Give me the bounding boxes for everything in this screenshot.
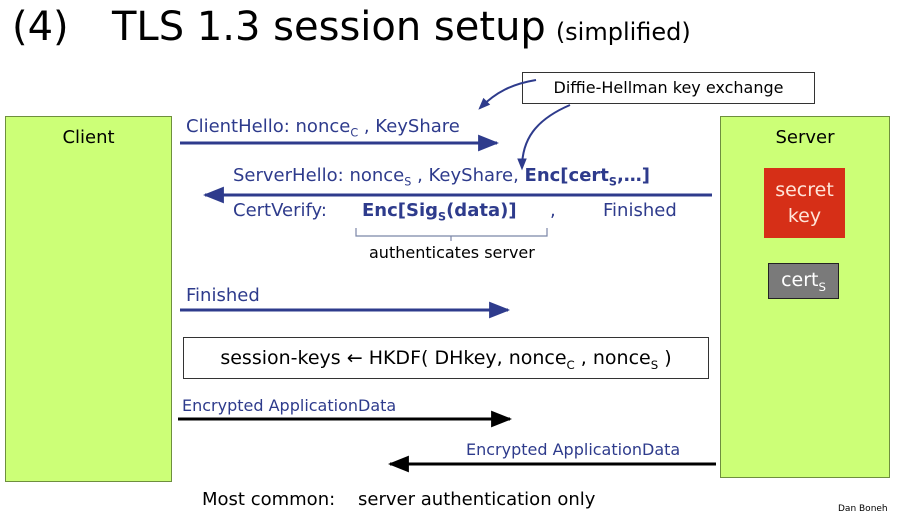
cert-verify-enc: Enc[SigS(data)] xyxy=(362,199,517,230)
cert-verify-enc-sub: S xyxy=(438,210,447,224)
cert-verify-enc-tail: (data)] xyxy=(446,200,517,221)
session-keys-lhs: session-keys ← HKDF( DHkey, nonce xyxy=(220,347,567,369)
cert-verify-enc-text: Enc[Sig xyxy=(362,200,439,221)
client-hello-text: ClientHello: nonce xyxy=(186,116,351,137)
server-label: Server xyxy=(775,127,835,148)
server-finished-label: Finished xyxy=(603,200,677,221)
cert-subscript: S xyxy=(818,279,826,294)
app-data-server-label: Encrypted ApplicationData xyxy=(466,440,681,459)
cert-verify-label: CertVerify: xyxy=(233,199,327,223)
client-hello-tail: , KeyShare xyxy=(358,116,460,137)
cert-verify-text: CertVerify: xyxy=(233,200,327,221)
client-hello-sub: C xyxy=(350,126,359,140)
cert-verify-comma: , xyxy=(550,200,556,221)
server-hello-sub: S xyxy=(404,175,412,189)
callout-arrow-1 xyxy=(478,79,537,110)
session-keys-sub1: C xyxy=(566,357,575,372)
cert-text: cert xyxy=(781,269,819,291)
page-title: (4) TLS 1.3 session setup (simplified) xyxy=(12,2,691,57)
client-panel: Client xyxy=(5,116,172,482)
footer-text: Most common: server authentication only xyxy=(202,489,596,510)
client-label: Client xyxy=(62,127,115,148)
authenticates-server-label: authenticates server xyxy=(369,243,535,262)
session-keys-box: session-keys ← HKDF( DHkey, nonceC , non… xyxy=(183,337,709,379)
authenticates-bracket xyxy=(355,228,548,241)
callout-arrow-2 xyxy=(517,104,571,171)
author-credit: Dan Boneh xyxy=(838,504,888,514)
session-keys-mid: , nonce xyxy=(574,347,651,369)
secret-key-line1: secret xyxy=(775,179,834,201)
client-hello-label: ClientHello: nonceC , KeyShare xyxy=(186,115,460,146)
dh-callout: Diffie-Hellman key exchange xyxy=(522,72,815,104)
session-keys-tail: ) xyxy=(658,347,672,369)
app-data-client-label: Encrypted ApplicationData xyxy=(182,396,397,415)
server-hello-mid: , KeyShare, xyxy=(411,165,525,186)
server-cert-box: certS xyxy=(768,263,839,299)
server-hello-enc: Enc[cert xyxy=(524,165,609,186)
server-hello-text: ServerHello: nonce xyxy=(233,165,405,186)
session-keys-sub2: S xyxy=(650,357,659,372)
server-hello-enc-sub: S xyxy=(608,175,617,189)
title-subtitle: (simplified) xyxy=(555,18,691,46)
server-hello-label: ServerHello: nonceS , KeyShare, Enc[cert… xyxy=(233,164,650,195)
secret-key-line2: key xyxy=(787,205,822,227)
server-hello-enc-tail: ,…] xyxy=(616,165,651,186)
title-main: TLS 1.3 session setup xyxy=(112,4,546,50)
secret-key-box: secret key xyxy=(764,168,845,238)
title-number: (4) xyxy=(12,4,69,50)
client-finished-label: Finished xyxy=(186,285,260,306)
